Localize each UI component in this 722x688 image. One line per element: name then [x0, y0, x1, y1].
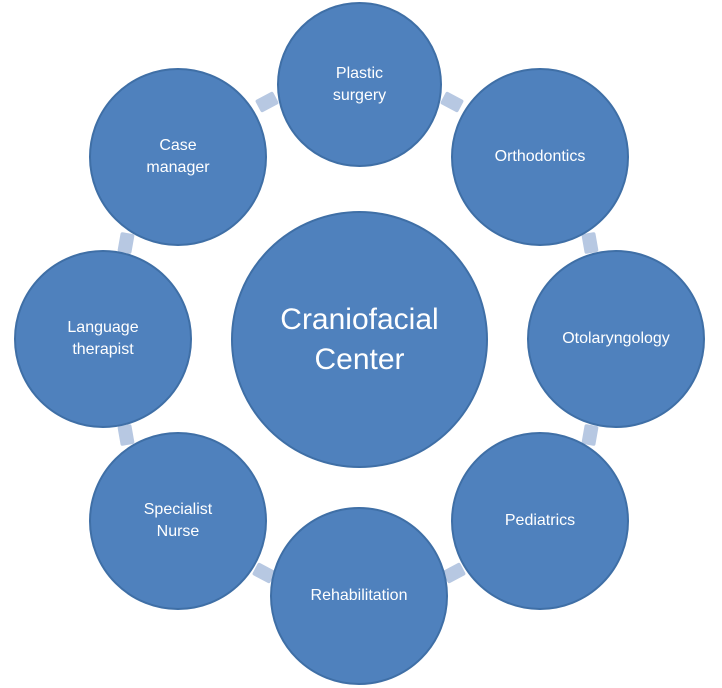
- node-label: Rehabilitation: [310, 587, 408, 604]
- node-label: Specialist Nurse: [143, 501, 213, 540]
- node-rehabilitation: Rehabilitation: [270, 507, 448, 685]
- center-node-label: Craniofacial Center: [280, 302, 439, 376]
- node-orthodontics: Orthodontics: [451, 68, 629, 246]
- node-otolaryngology: Otolaryngology: [527, 250, 705, 428]
- node-specialist-nurse: Specialist Nurse: [89, 432, 267, 610]
- node-pediatrics: Pediatrics: [451, 432, 629, 610]
- connector: [254, 91, 280, 113]
- node-language-therapist: Language therapist: [14, 250, 192, 428]
- node-plastic-surgery: Plastic surgery: [277, 2, 442, 167]
- node-label: Language therapist: [67, 319, 139, 358]
- node-label: Otolaryngology: [562, 330, 670, 347]
- center-node-craniofacial-center: Craniofacial Center: [231, 211, 488, 468]
- connector: [439, 91, 465, 113]
- node-case-manager: Case manager: [89, 68, 267, 246]
- connector: [117, 423, 135, 447]
- node-label: Orthodontics: [494, 148, 586, 165]
- connector: [581, 231, 599, 255]
- node-label: Plastic surgery: [332, 64, 387, 104]
- node-label: Case manager: [146, 137, 210, 176]
- node-label: Pediatrics: [504, 512, 576, 529]
